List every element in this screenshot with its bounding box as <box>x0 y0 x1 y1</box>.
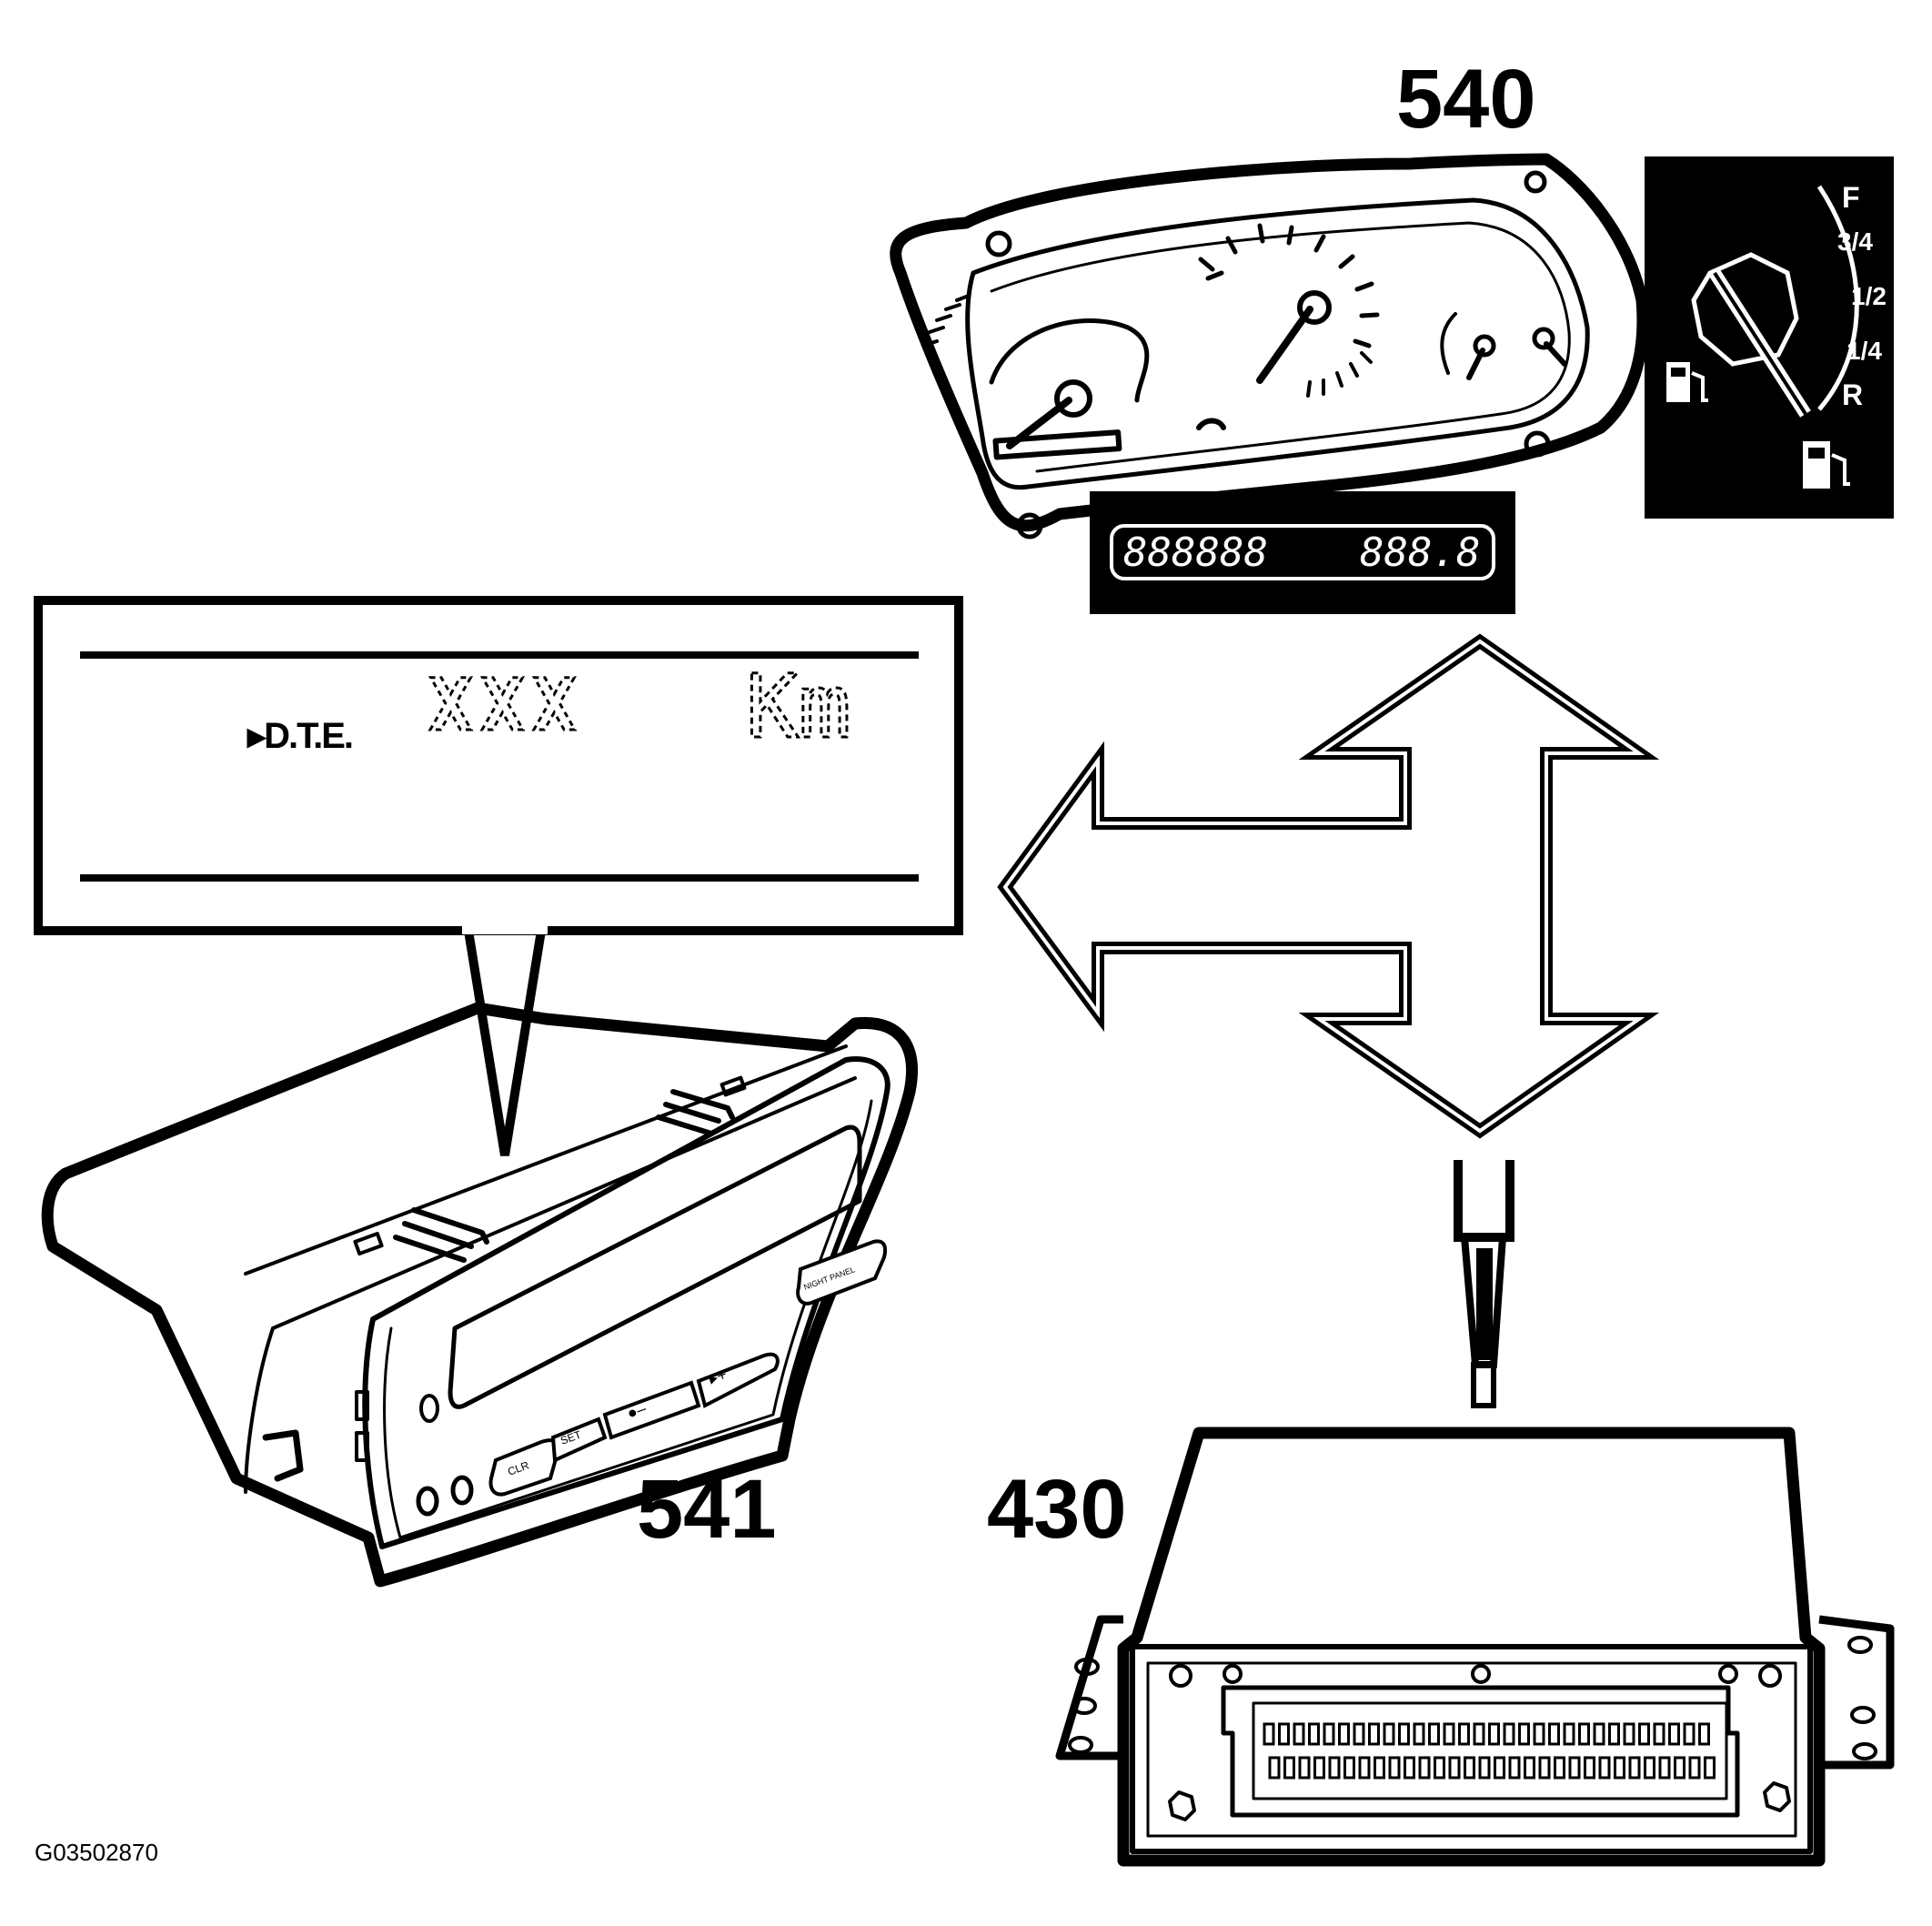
connector-pin <box>1478 1756 1491 1780</box>
connector-pin <box>1268 1756 1281 1780</box>
label-540: 540 <box>1396 53 1536 146</box>
connector-pin <box>1488 1722 1500 1746</box>
connector-pin <box>1404 1756 1415 1780</box>
connector-pin <box>1518 1722 1530 1746</box>
connector-pin <box>1563 1722 1575 1746</box>
connector-pin <box>1343 1756 1355 1780</box>
connector-pin <box>1353 1722 1365 1746</box>
fuel-mark-three-quarter: 3/4 <box>1837 227 1873 256</box>
connector-pin <box>1628 1756 1641 1780</box>
connector-pin <box>1614 1756 1625 1780</box>
connector-pin <box>1704 1756 1716 1780</box>
connector-pin <box>1413 1722 1425 1746</box>
connector-pin <box>1608 1722 1620 1746</box>
connector-pin <box>1338 1722 1350 1746</box>
minus-button[interactable] <box>602 1380 701 1440</box>
connector-pin <box>1658 1756 1671 1780</box>
fuel-mark-reserve: R <box>1842 378 1863 411</box>
night-panel-button[interactable] <box>796 1239 888 1306</box>
odometer-trip: 888.8 <box>1360 529 1480 576</box>
connector-pin <box>1524 1756 1535 1780</box>
connector-pin <box>1533 1722 1545 1746</box>
connector-pin <box>1593 1722 1605 1746</box>
connector-pin <box>1448 1756 1461 1780</box>
instrument-cluster <box>890 153 1649 539</box>
connector-pin <box>1554 1756 1565 1780</box>
connector-pin <box>1668 1722 1680 1746</box>
connector-pin <box>1674 1756 1685 1780</box>
connector-pin <box>1653 1722 1665 1746</box>
odometer-display: 888888 888.8 <box>1090 491 1515 614</box>
connector-pin <box>1313 1756 1325 1780</box>
ecu-connector-pins <box>1263 1722 1716 1780</box>
figure-id: G03502870 <box>35 1839 158 1866</box>
connector-pin <box>1584 1756 1595 1780</box>
connector-pin <box>1443 1722 1455 1746</box>
connector-pin <box>1568 1756 1581 1780</box>
display-value: XXX <box>429 665 585 747</box>
connector-pin <box>1398 1722 1410 1746</box>
connector-pin <box>1578 1722 1590 1746</box>
connector-pin <box>1464 1756 1475 1780</box>
connector-pin <box>1683 1722 1696 1746</box>
connector-pin <box>1418 1756 1431 1780</box>
connector-pin <box>1323 1722 1335 1746</box>
connector-pin <box>1263 1722 1275 1746</box>
connector-pin <box>1598 1756 1611 1780</box>
connector-pin <box>1638 1722 1650 1746</box>
connector-pin <box>1508 1756 1521 1780</box>
connector-pin <box>1358 1756 1371 1780</box>
fuel-pump-icon-large <box>1803 441 1850 489</box>
odometer-total: 888888 <box>1123 529 1268 576</box>
connector-pin <box>1278 1722 1290 1746</box>
connector-pin <box>1434 1756 1445 1780</box>
connector-pin <box>1383 1722 1395 1746</box>
connector-pin <box>1428 1722 1440 1746</box>
connector-pin <box>1298 1756 1311 1780</box>
connector-pin <box>1374 1756 1385 1780</box>
fuel-mark-full: F <box>1842 181 1860 214</box>
connector-pin <box>1283 1756 1295 1780</box>
connector-pin <box>1293 1722 1305 1746</box>
connector-pin <box>1458 1722 1470 1746</box>
display-unit: Km <box>746 656 851 758</box>
fuel-mark-quarter: 1/4 <box>1846 337 1882 365</box>
connector-pin <box>1538 1756 1551 1780</box>
fuel-pump-icon <box>1666 362 1708 402</box>
sid-unit <box>41 1002 918 1588</box>
connector-pin <box>1473 1722 1485 1746</box>
connector-pin <box>1623 1722 1635 1746</box>
display-item-label: ▸D.T.E. <box>247 716 352 756</box>
connector-pin <box>1494 1756 1505 1780</box>
clr-button[interactable] <box>488 1438 559 1497</box>
connector-pin <box>1388 1756 1401 1780</box>
fuel-gauge-inset: F 3/4 1/2 1/4 R <box>1645 156 1894 519</box>
connector-pin <box>1548 1722 1560 1746</box>
connector-pin <box>1503 1722 1515 1746</box>
data-bus-arrow <box>997 633 1660 1139</box>
connector-pin <box>1308 1722 1320 1746</box>
connector-pin <box>1368 1722 1380 1746</box>
connector-pin <box>1644 1756 1655 1780</box>
connector-pin <box>1698 1722 1710 1746</box>
set-button[interactable] <box>550 1417 608 1463</box>
fuel-mark-half: 1/2 <box>1851 282 1887 310</box>
ecu-connector-cable <box>1454 1160 1514 1408</box>
ecu-unit <box>1055 1427 1895 1867</box>
display-callout: ▸D.T.E. XXX Km <box>34 596 963 1156</box>
connector-pin <box>1328 1756 1341 1780</box>
plus-button[interactable] <box>696 1352 780 1408</box>
sid-buttons <box>488 1239 888 1497</box>
connector-pin <box>1688 1756 1701 1780</box>
label-430: 430 <box>987 1463 1127 1556</box>
